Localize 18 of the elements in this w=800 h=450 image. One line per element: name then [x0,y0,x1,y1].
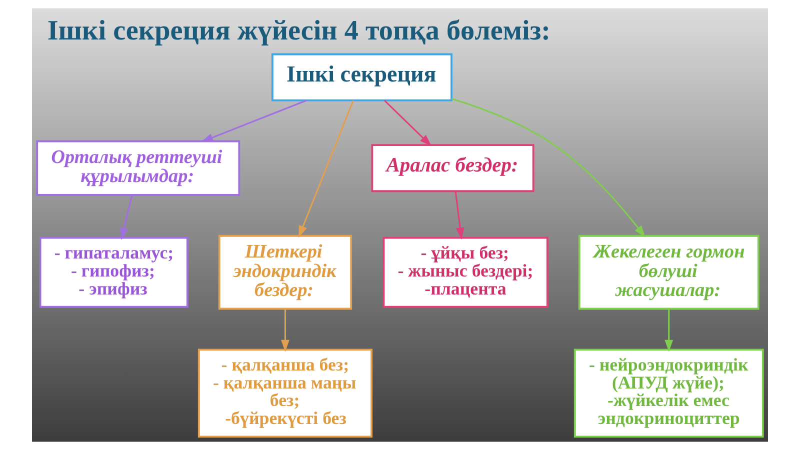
arrow [451,98,646,238]
node-box: Аралас бездер: [371,144,534,192]
arrow [454,191,464,240]
node-box: Жекелеген гормон бөлуші жасушалар: [578,234,760,310]
node-box: Шеткері эндокриндік бездер: [218,234,352,310]
arrow [281,308,290,352]
arrow [201,100,307,142]
node-box: Ішкі секреция [271,53,452,102]
node-box: - қалқанша без; - қалқанша маңы без; -бүйрекүсті без [198,348,372,438]
arrow [298,100,354,238]
diagram-title: Ішкі секреция жүйесін 4 топқа бөлеміз: [47,16,551,47]
arrow [664,308,674,352]
node-box: - гипаталамус; - гипофиз; - эпифиз [39,236,188,308]
arrow [384,100,432,146]
arrow [120,194,133,240]
node-box: - ұйқы без; - жыныс бездері; -плацента [382,236,548,308]
node-box: Орталық реттеуші құрылымдар: [36,140,240,196]
node-box: - нейроэндокриндік (АПУД жүйе); -жүйкелік емес эндокриноциттер [574,348,764,438]
